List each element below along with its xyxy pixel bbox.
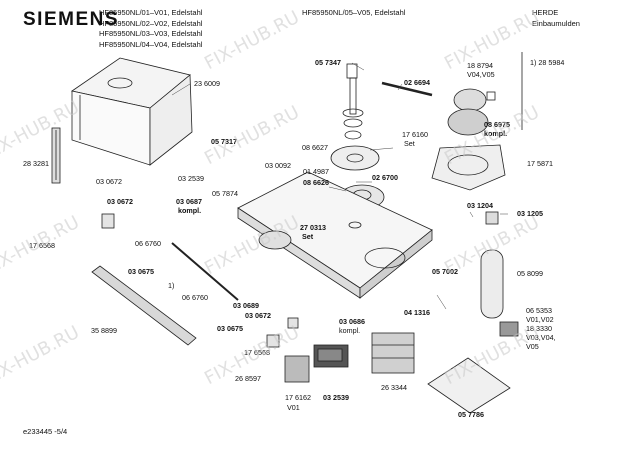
fan-housing (431, 144, 506, 191)
model-line: HF85950NL/02–V02, Edelstahl (99, 18, 203, 28)
part-label: 26 3344 (381, 383, 407, 392)
mount-bracket (427, 357, 511, 414)
rail (171, 242, 239, 301)
model-line: HF85950NL/04–V04, Edelstahl (99, 39, 203, 49)
part-label: 17 6568 (244, 348, 270, 357)
clip-part (287, 317, 299, 329)
side-bracket (51, 127, 61, 184)
part-label: 03 0092 (265, 161, 291, 170)
part-label: 28 3281 (23, 159, 49, 168)
fan-wheel (330, 145, 380, 171)
part-label: 03 0675 (128, 267, 154, 276)
part-label: 18 8794 (467, 61, 493, 70)
part-label: 02 6694 (404, 78, 430, 87)
part-label: 04 1316 (404, 308, 430, 317)
model-line: HF85950NL/03–V03, Edelstahl (99, 29, 203, 38)
part-label: 03 2539 (178, 174, 204, 183)
clip-part (485, 211, 499, 225)
part-label: V01 (287, 403, 300, 412)
part-label: 06 5353 (526, 306, 552, 315)
part-label: 17 6160 (402, 130, 428, 139)
part-label: 26 8597 (235, 374, 261, 383)
component-block (499, 321, 519, 337)
part-label: 05 7786 (458, 410, 484, 419)
part-label: 05 7347 (315, 58, 341, 67)
part-label: 17 6568 (29, 241, 55, 250)
model-list: HF85950NL/01–V01, Edelstahl HF85950NL/02… (99, 8, 202, 50)
part-label: 03 0686 (339, 317, 365, 326)
part-label: 05 7002 (432, 267, 458, 276)
front-bar (91, 265, 197, 346)
housing-box (71, 57, 193, 166)
base-tray (237, 171, 433, 299)
part-label: 03 0672 (107, 197, 133, 206)
part-label: 02 6700 (372, 173, 398, 182)
model-line-right: HF85950NL/05–V05, Edelstahl (302, 8, 406, 17)
small-transformer (284, 355, 310, 383)
part-label: V04,V05 (467, 70, 495, 79)
part-label: 17 6162 (285, 393, 311, 402)
blower-motor (447, 88, 496, 136)
part-label: 01 4987 (303, 167, 329, 176)
siemens-logo: SIEMENS (23, 9, 120, 30)
part-label: 27 0313 (300, 223, 326, 232)
part-label: 03 1204 (467, 201, 493, 210)
capacitor (480, 249, 504, 319)
part-label: 05 7874 (212, 189, 238, 198)
part-label: 08 6975 (484, 120, 510, 129)
part-label: 05 8099 (517, 269, 543, 278)
part-label: 03 0675 (217, 324, 243, 333)
part-label: 06 6760 (182, 293, 208, 302)
part-label: 1) (168, 281, 175, 290)
part-label: 03 0689 (233, 301, 259, 310)
part-label: 35 8899 (91, 326, 117, 335)
footnote-label: 1) 28 5984 (530, 58, 565, 67)
part-label: 17 5871 (527, 159, 553, 168)
model-line: HF85950NL/01–V01, Edelstahl (99, 8, 203, 17)
part-label: 05 7317 (211, 137, 237, 146)
part-label: 03 0672 (96, 177, 122, 186)
part-label: V03,V04, (526, 333, 556, 342)
part-label: kompl. (339, 326, 361, 335)
part-label: V01,V02 (526, 315, 554, 324)
part-label: 03 0672 (245, 311, 271, 320)
gasket-strip (381, 81, 433, 97)
category-line-2: Einbaumulden (532, 18, 580, 28)
part-label: Set (404, 139, 415, 148)
category-label: HERDE Einbaumulden (532, 8, 580, 29)
shaft-assembly (342, 63, 364, 140)
part-label: Set (302, 232, 314, 241)
part-label: V05 (526, 342, 539, 351)
part-label: kompl. (178, 206, 202, 215)
relay-box (313, 344, 349, 368)
part-label: kompl. (484, 129, 508, 138)
transformer (371, 332, 415, 374)
part-label: 08 6626 (303, 178, 329, 187)
part-label: 03 0687 (176, 197, 202, 206)
part-label: 18 3330 (526, 324, 552, 333)
clip-part (266, 334, 280, 348)
document-code: e233445 -5/4 (23, 427, 68, 436)
clip-part (101, 213, 115, 229)
part-label: 08 6627 (302, 143, 328, 152)
part-label: 06 6760 (135, 239, 161, 248)
part-label: 03 1205 (517, 209, 543, 218)
part-label: 03 2539 (323, 393, 349, 402)
category-line-1: HERDE (532, 8, 559, 17)
part-label: 23 6009 (194, 79, 220, 88)
